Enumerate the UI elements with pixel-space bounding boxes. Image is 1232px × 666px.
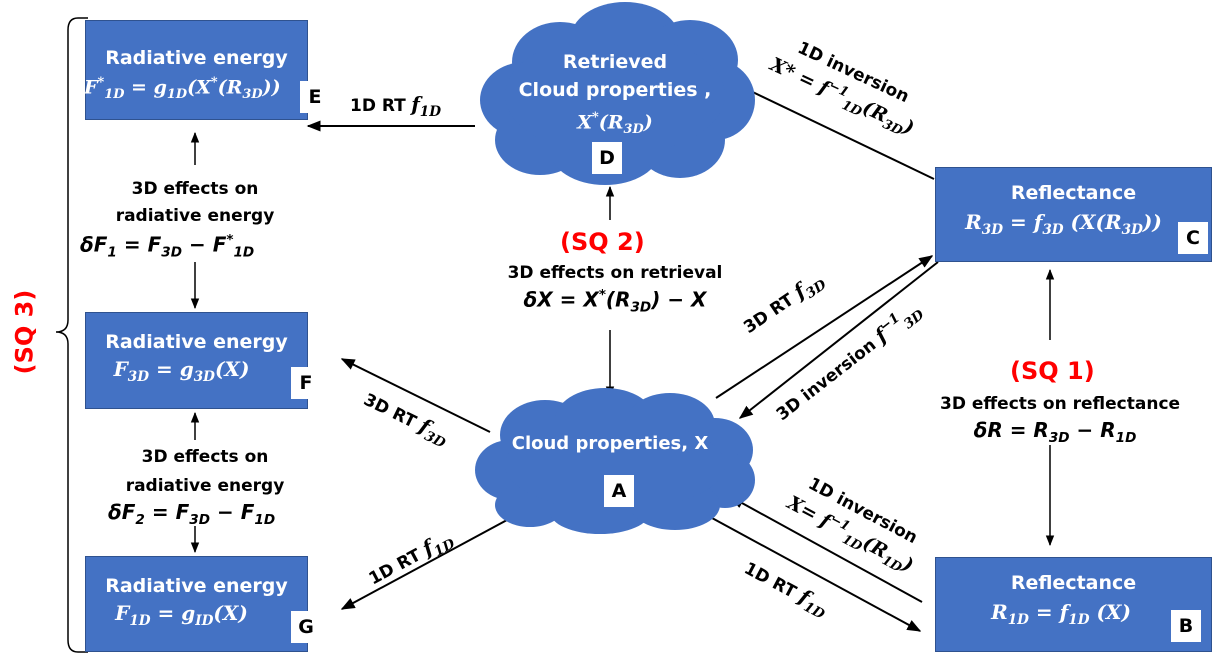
cloud-d-line2: Cloud properties , xyxy=(518,79,712,101)
arrow-c-to-a xyxy=(738,261,939,419)
box-f-title: Radiative energy xyxy=(105,331,288,353)
badge-f: F xyxy=(291,367,321,399)
badge-g: G xyxy=(291,611,321,643)
arrow-b-to-a xyxy=(729,496,923,603)
box-b-reflectance: Reflectance R1D = f1D (X) B xyxy=(935,557,1212,652)
sq3-label: (SQ 3) xyxy=(10,289,39,375)
box-b-title: Reflectance xyxy=(1010,572,1137,594)
effects-energy-1-label: 3D effects on radiative energy xyxy=(100,176,290,230)
box-c-formula: R3D = f3D (X(R3D)) xyxy=(965,210,1162,238)
box-e-radiative-energy: Radiative energy F*1D = g1D(X*(R3D)) E xyxy=(84,20,330,120)
sq3-bracket xyxy=(55,17,88,653)
effects-reflectance-formula: δR = R3D − R1D xyxy=(973,418,1137,446)
box-e-title: Radiative energy xyxy=(105,47,288,69)
cloud-d-line1: Retrieved xyxy=(562,51,668,73)
cloud-a-shape xyxy=(475,388,755,534)
effects-energy-1-line2: radiative energy xyxy=(115,206,275,226)
arrow-a-to-c xyxy=(715,255,934,399)
effects-retrieval-label: 3D effects on retrieval xyxy=(507,263,723,283)
box-g-formula: F1D = gID(X) xyxy=(115,601,248,629)
sq1-label: (SQ 1) xyxy=(1010,357,1095,385)
effects-retrieval-formula: δX = X*(R3D) − X xyxy=(523,287,707,316)
arrow-a-to-f xyxy=(340,358,491,433)
cloud-d-shape xyxy=(480,2,755,185)
badge-a: A xyxy=(604,475,634,507)
badge-b: B xyxy=(1171,610,1201,642)
effects-energy-1-line1: 3D effects on xyxy=(131,179,259,199)
cloud-d-label: Retrieved Cloud properties , X*(R3D) xyxy=(500,48,730,144)
effects-reflectance-label: 3D effects on reflectance xyxy=(940,394,1181,414)
box-c-reflectance: Reflectance R3D = f3D (X(R3D)) C xyxy=(935,167,1212,262)
box-b-formula: R1D = f1D (X) xyxy=(991,600,1131,628)
arrow-a-to-g xyxy=(340,519,508,610)
arrow-a-to-b xyxy=(711,517,922,632)
box-g-title: Radiative energy xyxy=(105,575,288,597)
box-e-formula: F*1D = g1D(X*(R3D)) xyxy=(84,75,281,103)
badge-c: C xyxy=(1178,222,1208,254)
box-f-formula: F3D = g3D(X) xyxy=(113,357,250,385)
arrow-c-to-d xyxy=(734,83,935,180)
effects-energy-2-label: 3D effects on radiative energy xyxy=(110,443,300,501)
box-f-radiative-energy: Radiative energy F3D = g3D(X) F xyxy=(85,312,321,409)
badge-e: E xyxy=(300,81,330,113)
sq2-label: (SQ 2) xyxy=(560,228,645,256)
badge-d: D xyxy=(592,142,622,174)
cloud-a-label: Cloud properties, X xyxy=(511,433,709,454)
cloud-d-formula: X*(R3D) xyxy=(577,110,653,138)
box-c-title: Reflectance xyxy=(1010,182,1137,204)
effects-energy-2-formula: δF2 = F3D − F1D xyxy=(108,500,276,528)
effects-energy-2-line2: radiative energy xyxy=(125,476,285,496)
label-1d-rt-top: 1D RT f1D xyxy=(350,92,442,120)
effects-energy-1-formula: δF1 = F3D − F*1D xyxy=(80,232,255,261)
box-g-radiative-energy: Radiative energy F1D = gID(X) G xyxy=(85,556,321,652)
effects-energy-2-line1: 3D effects on xyxy=(141,447,269,467)
